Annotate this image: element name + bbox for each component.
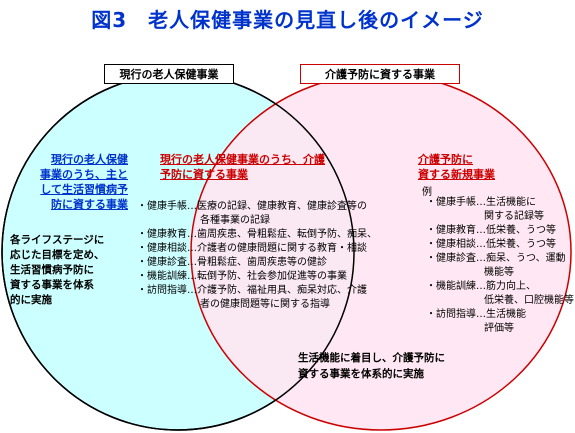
page-title: 図3 老人保健事業の見直し後のイメージ <box>91 8 484 32</box>
list-item: ・機能訓練…筋力向上、低栄養、口腔機能等 <box>426 281 574 306</box>
list-item: ・健康診査…骨粗鬆症、歯周疾患等の健診 <box>137 257 327 268</box>
overlap-heading: 現行の老人保健事業のうち、介護 予防に資する事業 <box>160 152 325 182</box>
list-item: ・訪問指導…生活機能評価等 <box>426 309 526 334</box>
left-body-line: 各ライフステージに <box>10 234 105 246</box>
right-circle-label: 介護予防に資する事業 <box>300 64 460 84</box>
list-item: ・健康手帳…医療の記録、健康教育、健康診査等の各種事業の記録 <box>137 201 367 226</box>
list-item: ・機能訓練…転倒予防、社会参加促進等の事業 <box>137 271 347 282</box>
overlap-heading-line: 現行の老人保健事業のうち、介護 <box>160 153 325 166</box>
right-heading-line: 介護予防に <box>418 153 473 166</box>
right-list: ・健康手帳…生活機能に関する記録等 ・健康教育…低栄養、うつ等 ・健康相談…低栄… <box>426 196 574 336</box>
left-circle-label: 現行の老人保健事業 <box>104 64 234 84</box>
bottom-note-line: 生活機能に着目し、介護予防に <box>298 352 445 364</box>
list-item: ・健康教育…低栄養、うつ等 <box>426 225 556 236</box>
left-heading-line: 事業のうち、主と <box>40 168 128 181</box>
left-body-line: 資する事業を体系 <box>10 279 94 291</box>
list-item: ・健康手帳…生活機能に関する記録等 <box>426 197 544 222</box>
list-item: ・健康教育…歯周疾患、骨粗鬆症、転倒予防、痴呆、 <box>137 229 377 240</box>
left-heading-line: 防に資する事業 <box>51 198 128 211</box>
list-item: ・健康相談…低栄養、うつ等 <box>426 239 556 250</box>
bottom-note-line: 資する事業を体系的に実施 <box>298 368 424 380</box>
list-item: ・健康相談…介護者の健康問題に関する教育・相談 <box>137 243 367 254</box>
left-body-line: 生活習慣病予防に <box>10 264 94 276</box>
left-heading-line: して生活習慣病予 <box>40 183 128 196</box>
overlap-heading-line: 予防に資する事業 <box>160 168 248 181</box>
left-body: 各ライフステージに 応じた目標を定め、 生活習慣病予防に 資する事業を体系 的に… <box>10 233 105 308</box>
right-heading-line: 資する新規事業 <box>418 168 495 181</box>
right-heading: 介護予防に 資する新規事業 <box>418 152 495 182</box>
bottom-note: 生活機能に着目し、介護予防に 資する事業を体系的に実施 <box>298 350 445 382</box>
left-heading: 現行の老人保健 事業のうち、主と して生活習慣病予 防に資する事業 <box>18 152 128 212</box>
left-body-line: 的に実施 <box>10 294 52 306</box>
list-item: ・訪問指導…介護予防、福祉用具、痴呆対応、介護者の健康問題等に関する指導 <box>137 285 367 310</box>
example-label: 例 <box>422 187 432 198</box>
left-heading-line: 現行の老人保健 <box>51 153 128 166</box>
overlap-list: ・健康手帳…医療の記録、健康教育、健康診査等の各種事業の記録 ・健康教育…歯周疾… <box>137 200 377 312</box>
list-item: ・健康診査…痴呆、うつ、運動機能等 <box>426 253 566 278</box>
left-body-line: 応じた目標を定め、 <box>10 249 105 261</box>
